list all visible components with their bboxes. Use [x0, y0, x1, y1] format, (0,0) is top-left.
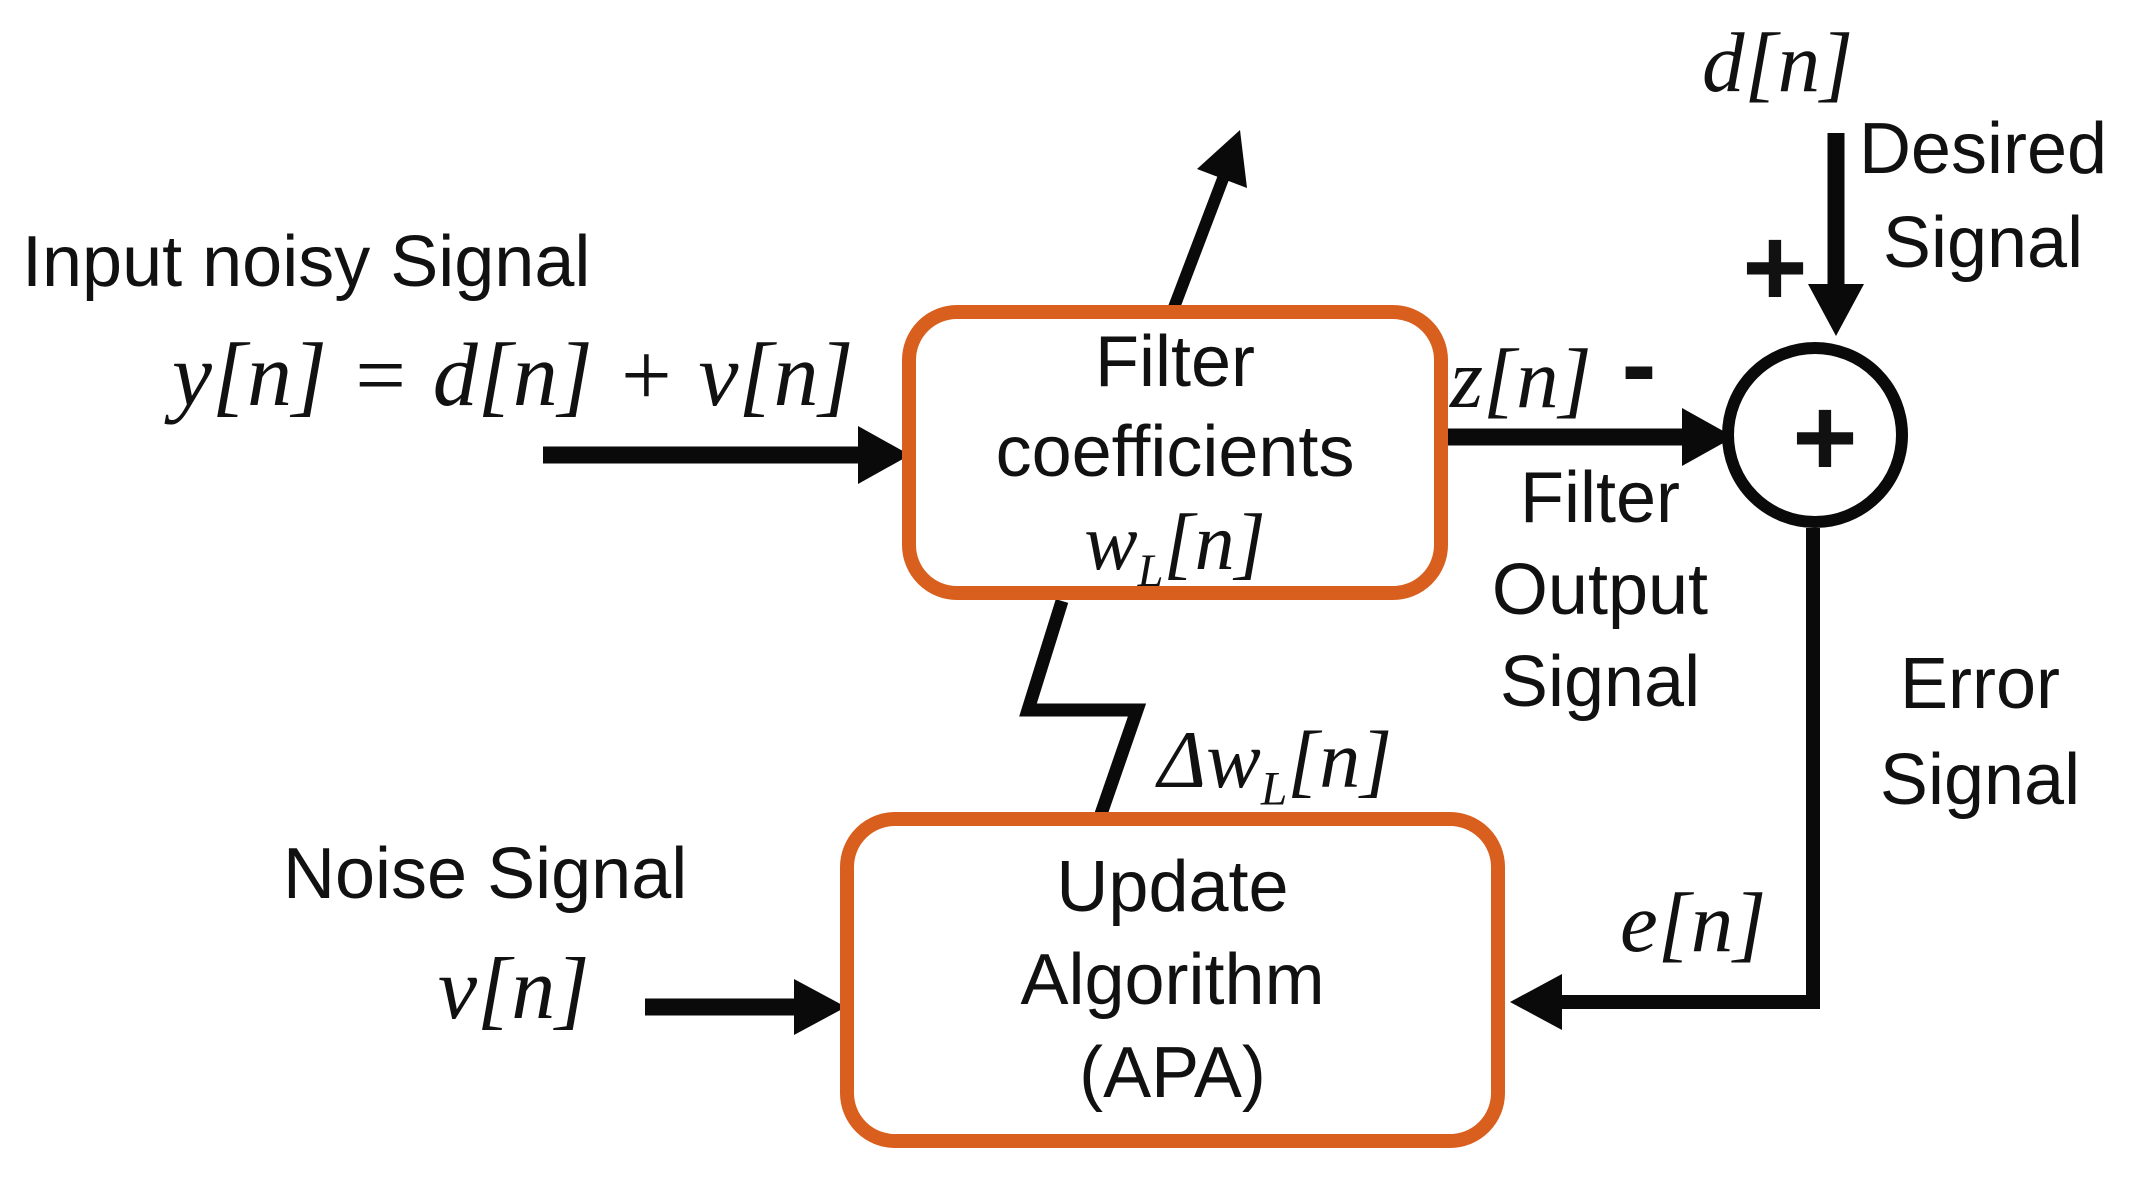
filter-output-label-line2: Output	[1491, 550, 1709, 630]
desired-symbol: d[n]	[1702, 16, 1854, 110]
filter-output-label-line3: Signal	[1499, 642, 1701, 722]
desired-arrowhead-icon	[1808, 284, 1864, 336]
filter-box-line1: Filter	[1095, 321, 1255, 402]
delta-w-symbol: ΔwL[n]	[1158, 712, 1393, 813]
update-box-line1: Update	[1056, 846, 1289, 927]
filter-coefficients-symbol: wL[n]	[1084, 497, 1266, 595]
update-algorithm-box: Update Algorithm (APA)	[840, 812, 1505, 1148]
input-noisy-signal-label: Input noisy Signal	[22, 222, 591, 302]
error-label-line2: Signal	[1879, 740, 2081, 820]
error-path-line	[1562, 528, 1820, 1009]
adaptation-arrow-line	[1167, 173, 1230, 313]
delta-symbol-base: Δw	[1158, 714, 1261, 805]
delta-symbol-brackets: [n]	[1287, 714, 1393, 805]
input-arrowhead-icon	[858, 426, 910, 484]
output-arrowhead-icon	[1682, 408, 1734, 466]
adaptation-arrowhead-icon	[1197, 130, 1247, 188]
noise-arrowhead-icon	[794, 979, 846, 1035]
error-symbol: e[n]	[1620, 876, 1767, 970]
output-symbol: z[n]	[1450, 332, 1592, 426]
filter-symbol-base: w	[1084, 498, 1138, 587]
desired-signal-label: Desired Signal	[1856, 102, 2110, 290]
filter-symbol-subscript: L	[1137, 545, 1164, 597]
filter-symbol-brackets: [n]	[1163, 498, 1266, 587]
summer-plus-sign: +	[1792, 374, 1858, 500]
update-box-line2: Algorithm	[1020, 939, 1325, 1020]
filter-output-signal-label: Filter Output Signal	[1462, 452, 1738, 728]
error-label-line1: Error	[1900, 644, 2060, 724]
filter-box-line2: coefficients	[995, 411, 1355, 492]
desired-label-line2: Signal	[1882, 203, 2084, 283]
noise-signal-label: Noise Signal	[283, 834, 688, 914]
minus-sign: -	[1621, 306, 1657, 423]
update-zigzag-line	[1019, 599, 1147, 817]
noise-symbol: v[n]	[438, 941, 590, 1038]
error-signal-label: Error Signal	[1850, 636, 2110, 828]
filter-coefficients-box: Filter coefficients wL[n]	[902, 305, 1448, 600]
delta-symbol-subscript: L	[1260, 763, 1288, 816]
desired-plus-sign: +	[1742, 204, 1808, 330]
summing-junction: +	[1722, 342, 1908, 528]
error-arrowhead-icon	[1510, 974, 1562, 1030]
update-box-line3: (APA)	[1079, 1032, 1266, 1113]
desired-label-line1: Desired	[1858, 109, 2108, 189]
filter-output-label-line1: Filter	[1520, 458, 1680, 538]
input-equation: y[n] = d[n] + v[n]	[172, 326, 854, 425]
